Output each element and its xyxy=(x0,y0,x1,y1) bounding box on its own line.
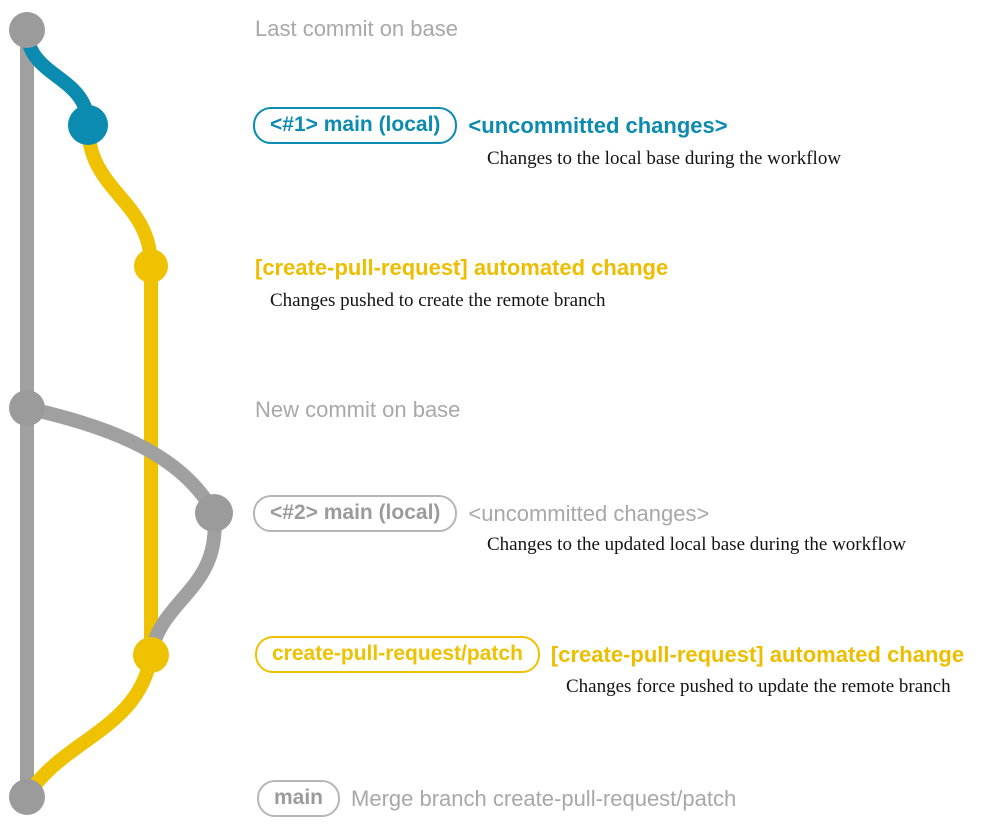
commit-note-local-1: Changes to the local base during the wor… xyxy=(487,148,842,169)
commit-node-c5[interactable] xyxy=(195,494,233,532)
edge-local-1-to-patch-1 xyxy=(81,118,158,273)
commit-row-merge: main Merge branch create-pull-request/pa… xyxy=(257,780,736,817)
branch-badge-main-local-1[interactable]: <#1> main (local) xyxy=(253,107,458,144)
commit-headline-new-commit: New commit on base xyxy=(255,397,461,422)
commit-node-c4[interactable] xyxy=(9,390,45,426)
commit-subject-merge: Merge branch create-pull-request/patch xyxy=(351,785,737,811)
edge-local-2-to-patch-2 xyxy=(144,506,222,662)
commit-headline-last-commit: Last commit on base xyxy=(255,16,458,41)
commit-node-c7[interactable] xyxy=(9,779,45,815)
commit-row-automated-2: create-pull-request/patch [create-pull-r… xyxy=(255,636,964,673)
branch-badge-create-pull-request-patch[interactable]: create-pull-request/patch xyxy=(255,636,540,673)
commit-row-local-2: <#2> main (local) <uncommitted changes> xyxy=(253,495,709,532)
commit-note-automated-2: Changes force pushed to update the remot… xyxy=(566,676,951,697)
commit-node-c6[interactable] xyxy=(133,637,169,673)
commit-node-c2[interactable] xyxy=(68,105,108,145)
commit-subject-local-1: <uncommitted changes> xyxy=(468,112,728,138)
git-graph xyxy=(9,12,233,815)
branch-badge-main-local-2[interactable]: <#2> main (local) xyxy=(253,495,458,532)
commit-subject-automated-2: [create-pull-request] automated change xyxy=(550,641,965,667)
edge-patch-2-to-merge xyxy=(20,648,158,804)
commit-note-local-2: Changes to the updated local base during… xyxy=(487,534,906,555)
commit-node-c3[interactable] xyxy=(134,249,168,283)
commit-row-local-1: <#1> main (local) <uncommitted changes> xyxy=(253,107,728,144)
commit-headline-automated-1: [create-pull-request] automated change xyxy=(255,255,669,280)
commit-note-automated-1: Changes pushed to create the remote bran… xyxy=(270,290,606,311)
commit-node-c1[interactable] xyxy=(9,12,45,48)
edge-base-to-local-2 xyxy=(20,401,221,520)
branch-badge-main[interactable]: main xyxy=(257,780,341,817)
commit-subject-local-2: <uncommitted changes> xyxy=(468,500,710,526)
